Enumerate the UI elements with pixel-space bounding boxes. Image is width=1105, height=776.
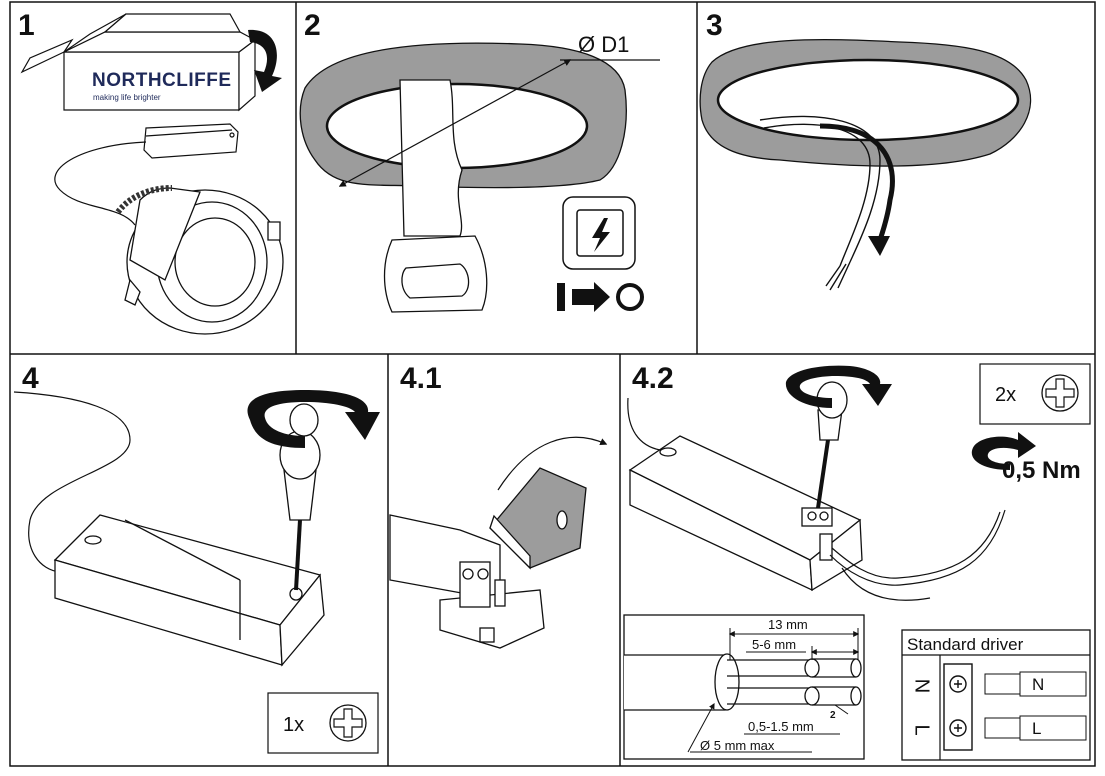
standard-driver-table: Standard driver N N L L — [901, 629, 1091, 761]
driver-unit — [628, 435, 863, 592]
rotate-arrow-icon — [785, 365, 892, 408]
lightning-icon — [592, 218, 610, 252]
screw-count: 1x — [283, 714, 304, 736]
phillips-screw-icon — [329, 704, 367, 742]
mains-wires — [829, 509, 1006, 601]
step-number: 4.1 — [400, 362, 442, 395]
driver-unit-open — [389, 514, 545, 649]
terminal-row-n: N N — [911, 671, 1087, 697]
step-number: 2 — [304, 9, 321, 42]
dimension-label: Ø D1 — [578, 32, 629, 57]
step-number: 3 — [706, 9, 723, 42]
strip-length-core: 5-6 mm — [752, 637, 796, 652]
wire-cross-section: 0,5-1.5 mm — [748, 719, 814, 734]
panel-2: 2 Ø D1 — [299, 9, 660, 313]
wire-label: L — [1032, 719, 1041, 738]
driver-unit — [53, 514, 325, 667]
panel-1: 1 NORTHCLIFFE making life brighter — [18, 9, 284, 335]
terminal-label: N — [911, 679, 933, 693]
terminal-label: L — [911, 724, 933, 735]
panel-frames — [9, 1, 1096, 767]
strip-length-total: 13 mm — [768, 617, 808, 632]
downlight — [115, 185, 284, 335]
terminal-row-l: L L — [911, 715, 1087, 741]
wire-cross-section-unit: 2 — [830, 710, 836, 721]
screwdriver — [816, 381, 848, 509]
screw-count: 2x — [995, 384, 1016, 406]
wire-strip-detail: 13 mm 5-6 mm 0,5-1.5 mm 2 Ø 5 mm max — [623, 614, 865, 760]
brand-tagline: making life brighter — [93, 93, 161, 102]
driver-cable — [13, 391, 131, 573]
step-number: 4 — [22, 362, 39, 395]
wire-label: N — [1032, 675, 1044, 694]
screw-count-box — [267, 692, 379, 754]
phillips-screw-icon — [1041, 374, 1079, 412]
panel-4-2: 4.2 2x 0,5 Nm — [623, 362, 1091, 761]
diameter-line — [338, 59, 572, 187]
packaging-box — [20, 13, 257, 112]
cable-diameter: Ø 5 mm max — [700, 738, 775, 753]
remove-arrow-icon — [497, 436, 608, 491]
torque-value: 0,5 Nm — [1002, 457, 1081, 484]
rotate-arrow-icon — [247, 390, 380, 448]
pull-arrow-icon — [819, 123, 895, 241]
panel-3: 3 — [699, 9, 1032, 291]
screwdriver — [279, 403, 321, 591]
screw-count-box — [979, 363, 1091, 425]
mains-cable — [759, 115, 881, 291]
rotate-arrow-icon — [248, 29, 282, 92]
step-number: 1 — [18, 9, 35, 42]
driver-cable — [54, 141, 147, 226]
terminal-cover — [489, 467, 587, 570]
power-off-icon — [557, 282, 644, 312]
panel-4: 4 1x — [13, 362, 380, 754]
driver-unit — [143, 123, 239, 159]
step-number: 4.2 — [632, 362, 674, 395]
cutout-hole — [716, 58, 1020, 142]
table-title: Standard driver — [907, 635, 1024, 654]
panel-4-1: 4.1 — [389, 362, 608, 649]
brand-logo: NORTHCLIFFE — [92, 70, 232, 91]
torque-arrow-icon — [971, 432, 1036, 470]
